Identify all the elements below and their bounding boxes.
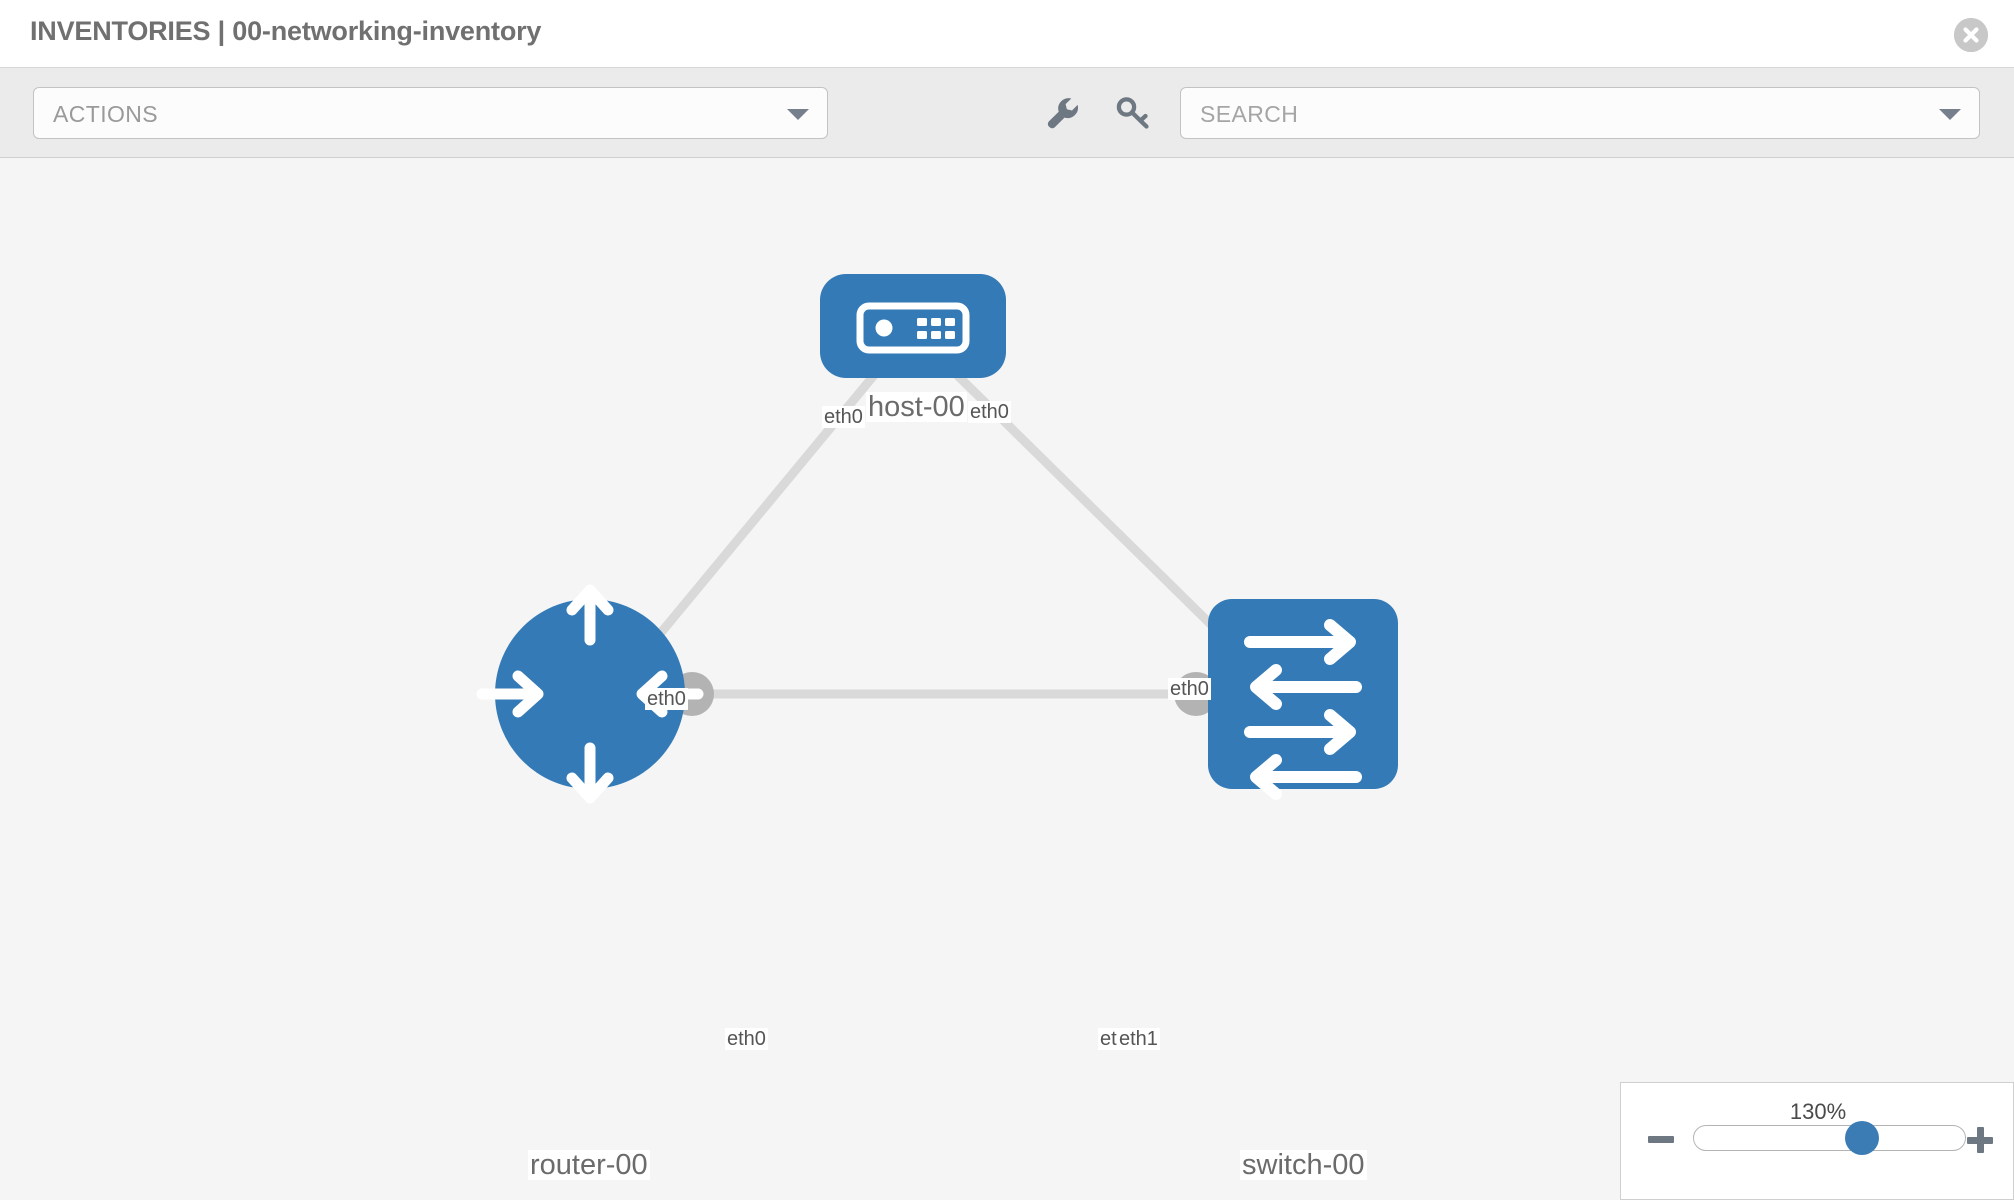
page-title: INVENTORIES | 00-networking-inventory <box>30 16 542 46</box>
chevron-down-icon <box>787 109 809 120</box>
actions-dropdown-label: ACTIONS <box>53 101 159 127</box>
search-input-text: SEARCH <box>1200 101 1299 127</box>
node-label-switch-00: switch-00 <box>1240 1149 1367 1181</box>
link-label-router-right-eth0: eth0 <box>725 1028 768 1050</box>
link-label-router-up-eth0: eth0 <box>645 688 688 710</box>
node-label-router-00: router-00 <box>528 1149 650 1181</box>
topology-canvas[interactable]: host-00 router-00 switch-00 eth0 eth0 et… <box>0 158 2014 1200</box>
link-label-switch-left-eth1: eth1 <box>1117 1028 1160 1050</box>
link-label-host-left-eth0: eth0 <box>822 406 865 428</box>
node-switch-00[interactable] <box>1208 599 1398 800</box>
zoom-percent-label: 130% <box>1789 1099 1847 1124</box>
zoom-slider[interactable] <box>1693 1121 1966 1155</box>
link-label-switch-up-eth0: eth0 <box>1168 678 1211 700</box>
window-titlebar: INVENTORIES | 00-networking-inventory <box>0 0 2014 68</box>
node-router-00[interactable] <box>476 584 704 804</box>
close-icon[interactable] <box>1954 18 1988 52</box>
zoom-in-button[interactable] <box>1967 1127 1993 1153</box>
chevron-down-icon[interactable] <box>1939 109 1961 120</box>
zoom-out-button[interactable] <box>1648 1136 1674 1143</box>
node-host-00[interactable] <box>820 274 1006 378</box>
link-label-host-right-eth0: eth0 <box>968 401 1011 423</box>
search-input[interactable]: SEARCH <box>1180 87 1980 139</box>
topology-connectors <box>626 326 1262 716</box>
zoom-control-panel: 130% <box>1620 1082 2014 1200</box>
topology-graph <box>476 274 1398 804</box>
wrench-icon[interactable] <box>1040 90 1086 136</box>
node-label-host-00: host-00 <box>866 391 967 423</box>
topology-toolbar: ACTIONS SEARCH <box>0 68 2014 158</box>
key-icon[interactable] <box>1110 90 1156 136</box>
actions-dropdown[interactable]: ACTIONS <box>33 87 828 139</box>
server-icon <box>856 302 970 354</box>
zoom-slider-thumb[interactable] <box>1845 1121 1880 1155</box>
switch-arrows-icon <box>1244 619 1362 800</box>
